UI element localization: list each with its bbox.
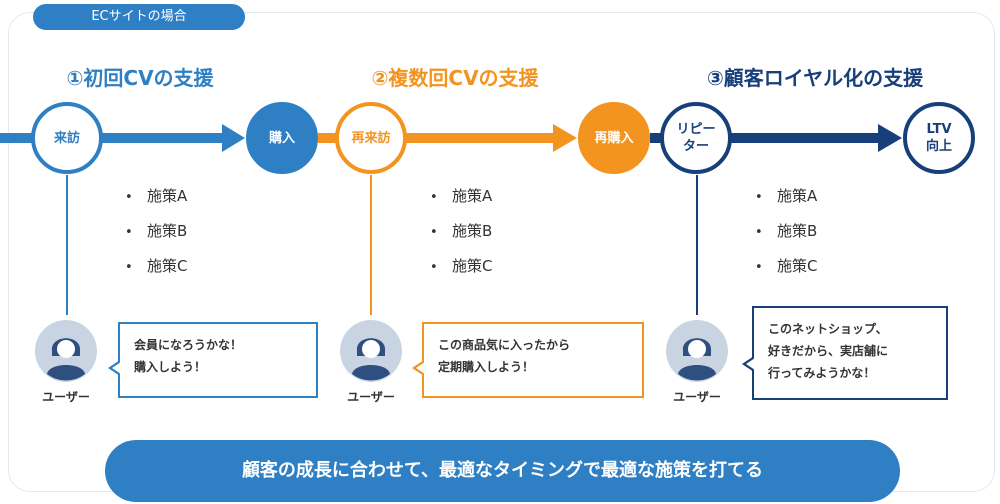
flow-arrow-1-head (222, 124, 245, 152)
measure-item: 施策C (125, 255, 187, 290)
node-repurchase: 再購入 (578, 102, 650, 174)
flow-arrow-3-head (878, 124, 902, 152)
section-2-connector (370, 175, 372, 315)
measure-item: 施策A (125, 185, 187, 220)
user-avatar-icon (340, 320, 402, 382)
section-1-heading: ①初回CVの支援 (66, 66, 214, 90)
section-1-connector (66, 175, 68, 315)
section-2-measures: 施策A 施策B 施策C (430, 185, 492, 290)
section-2-speech-bubble: この商品気に入ったから 定期購入しよう！ (412, 322, 644, 398)
flow-arrow-2-head (553, 124, 577, 152)
measure-item: 施策C (755, 255, 817, 290)
user-label: ユーザー (42, 390, 90, 404)
flow-arrow-2-line (318, 133, 558, 143)
node-purchase: 購入 (246, 102, 318, 174)
bubble-text: この商品気に入ったから (438, 338, 571, 352)
section-1-speech-bubble: 会員になろうかな！ 購入しよう！ (108, 322, 318, 398)
measure-item: 施策A (755, 185, 817, 220)
flow-arrow-3-line (650, 133, 882, 143)
measure-item: 施策C (430, 255, 492, 290)
section-3-measures: 施策A 施策B 施策C (755, 185, 817, 290)
bubble-text: 会員になろうかな！ (134, 338, 243, 352)
user-label: ユーザー (347, 390, 395, 404)
flow-arrow-1-line (0, 133, 225, 143)
measure-item: 施策A (430, 185, 492, 220)
measure-item: 施策B (125, 220, 187, 255)
user-label: ユーザー (673, 390, 721, 404)
section-2-heading: ②複数回CVの支援 (371, 66, 539, 90)
bubble-text: このネットショップ、 (768, 322, 888, 336)
bubble-text: 好きだから、実店舗に (768, 344, 889, 358)
measure-item: 施策B (430, 220, 492, 255)
summary-banner: 顧客の成長に合わせて、最適なタイミングで最適な施策を打てる (105, 440, 900, 502)
node-repeater: リピーター (660, 102, 732, 174)
section-3-heading: ③顧客ロイヤル化の支援 (706, 66, 924, 90)
measure-item: 施策B (755, 220, 817, 255)
section-3-speech-bubble: このネットショップ、 好きだから、実店舗に 行ってみようかな！ (742, 306, 948, 400)
bubble-text: 購入しよう！ (134, 360, 207, 374)
node-visit: 来訪 (31, 102, 103, 174)
case-tag: ECサイトの場合 (33, 4, 245, 30)
section-3-connector (696, 175, 698, 315)
section-1-measures: 施策A 施策B 施策C (125, 185, 187, 290)
bubble-text: 定期購入しよう！ (438, 360, 535, 374)
user-avatar-icon (35, 320, 97, 382)
bubble-text: 行ってみようかな！ (768, 366, 876, 380)
node-revisit: 再来訪 (335, 102, 407, 174)
user-avatar-icon (666, 320, 728, 382)
